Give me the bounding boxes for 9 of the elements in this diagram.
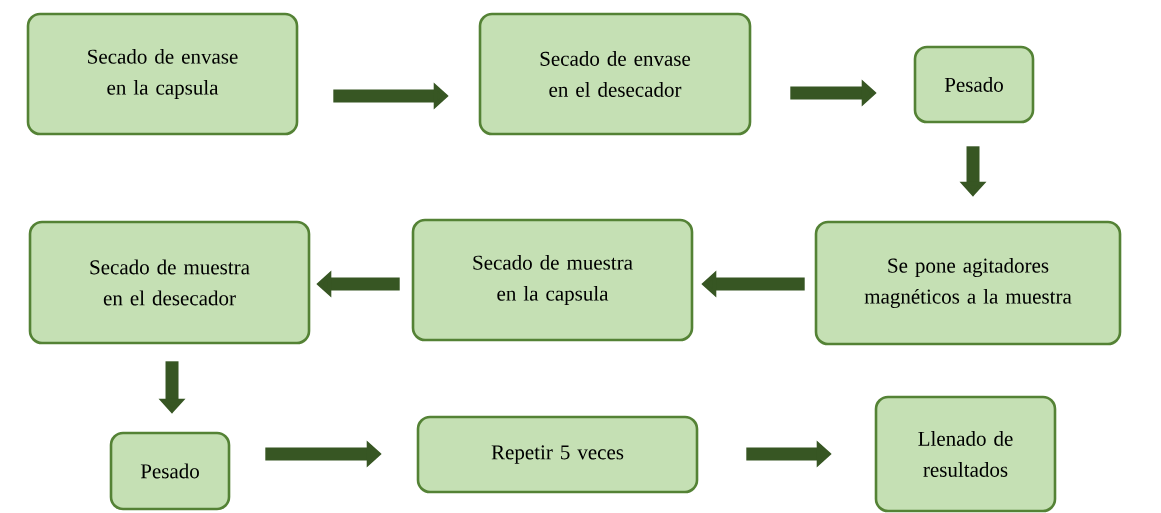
process-box: Secado de envase en el desecador (478, 12, 752, 136)
process-box: Secado de muestra en el desecador (28, 220, 311, 345)
process-box: Pesado (109, 431, 231, 511)
process-box: Se pone agitadores magnéticos a la muestra (814, 220, 1122, 346)
process-box: Secado de muestra en la capsula (411, 218, 694, 342)
process-box: Repetir 5 veces (416, 415, 699, 494)
process-box: Pesado (913, 45, 1035, 124)
process-box: Llenado de resultados (874, 395, 1057, 513)
process-box: Secado de envase en la capsula (26, 12, 299, 136)
